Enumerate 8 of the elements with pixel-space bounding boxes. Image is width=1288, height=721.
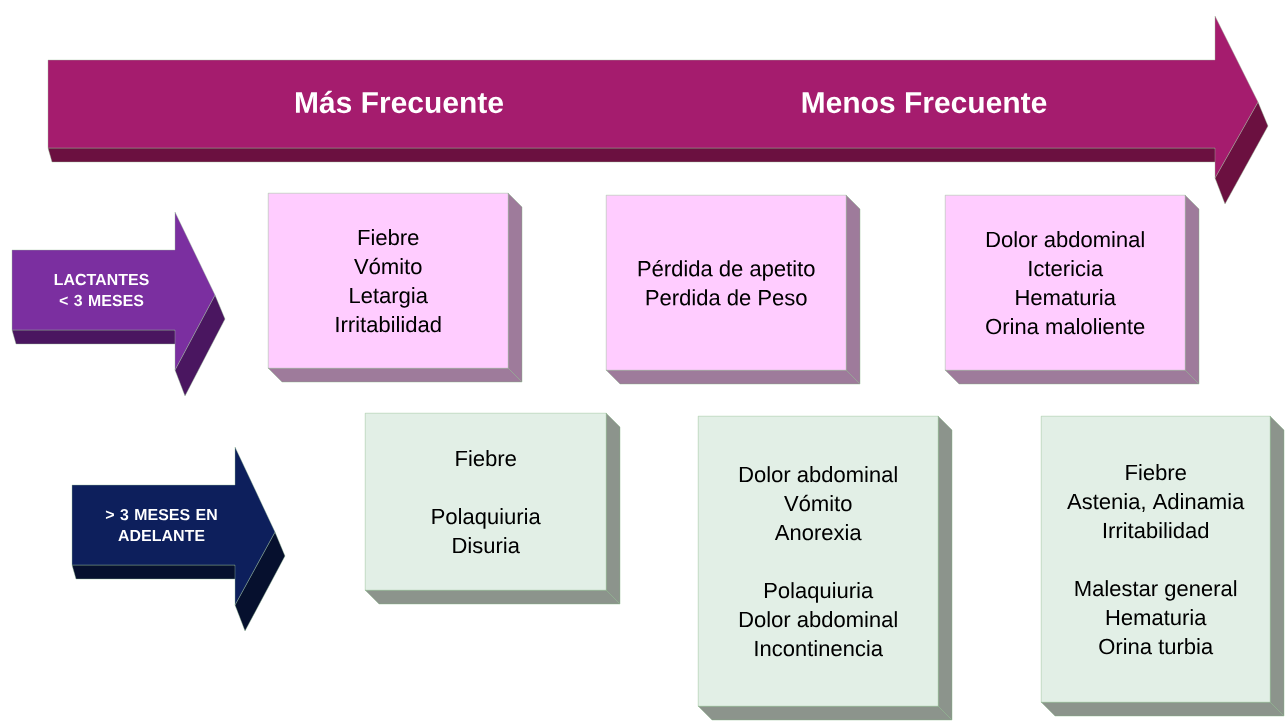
info-box: Fiebre Polaquiuria Disuria bbox=[364, 412, 621, 605]
info-box: Pérdida de apetito Perdida de Peso bbox=[605, 194, 861, 385]
info-box: Dolor abdominal Vómito Anorexia Polaquiuria Dolor abdominal Incontinencia bbox=[697, 415, 953, 721]
info-box: Fiebre Astenia, Adinamia Irritabilidad Malestar general Hematuria Orina turbia bbox=[1040, 415, 1285, 717]
info-box: Dolor abdominal Ictericia Hematuria Orina maloliente bbox=[944, 194, 1200, 385]
info-box: Fiebre Vómito Letargia Irritabilidad bbox=[267, 192, 523, 383]
group-label: > 3 MESES EN ADELANTE bbox=[71, 446, 286, 632]
group-label: LACTANTES < 3 MESES bbox=[11, 211, 226, 397]
